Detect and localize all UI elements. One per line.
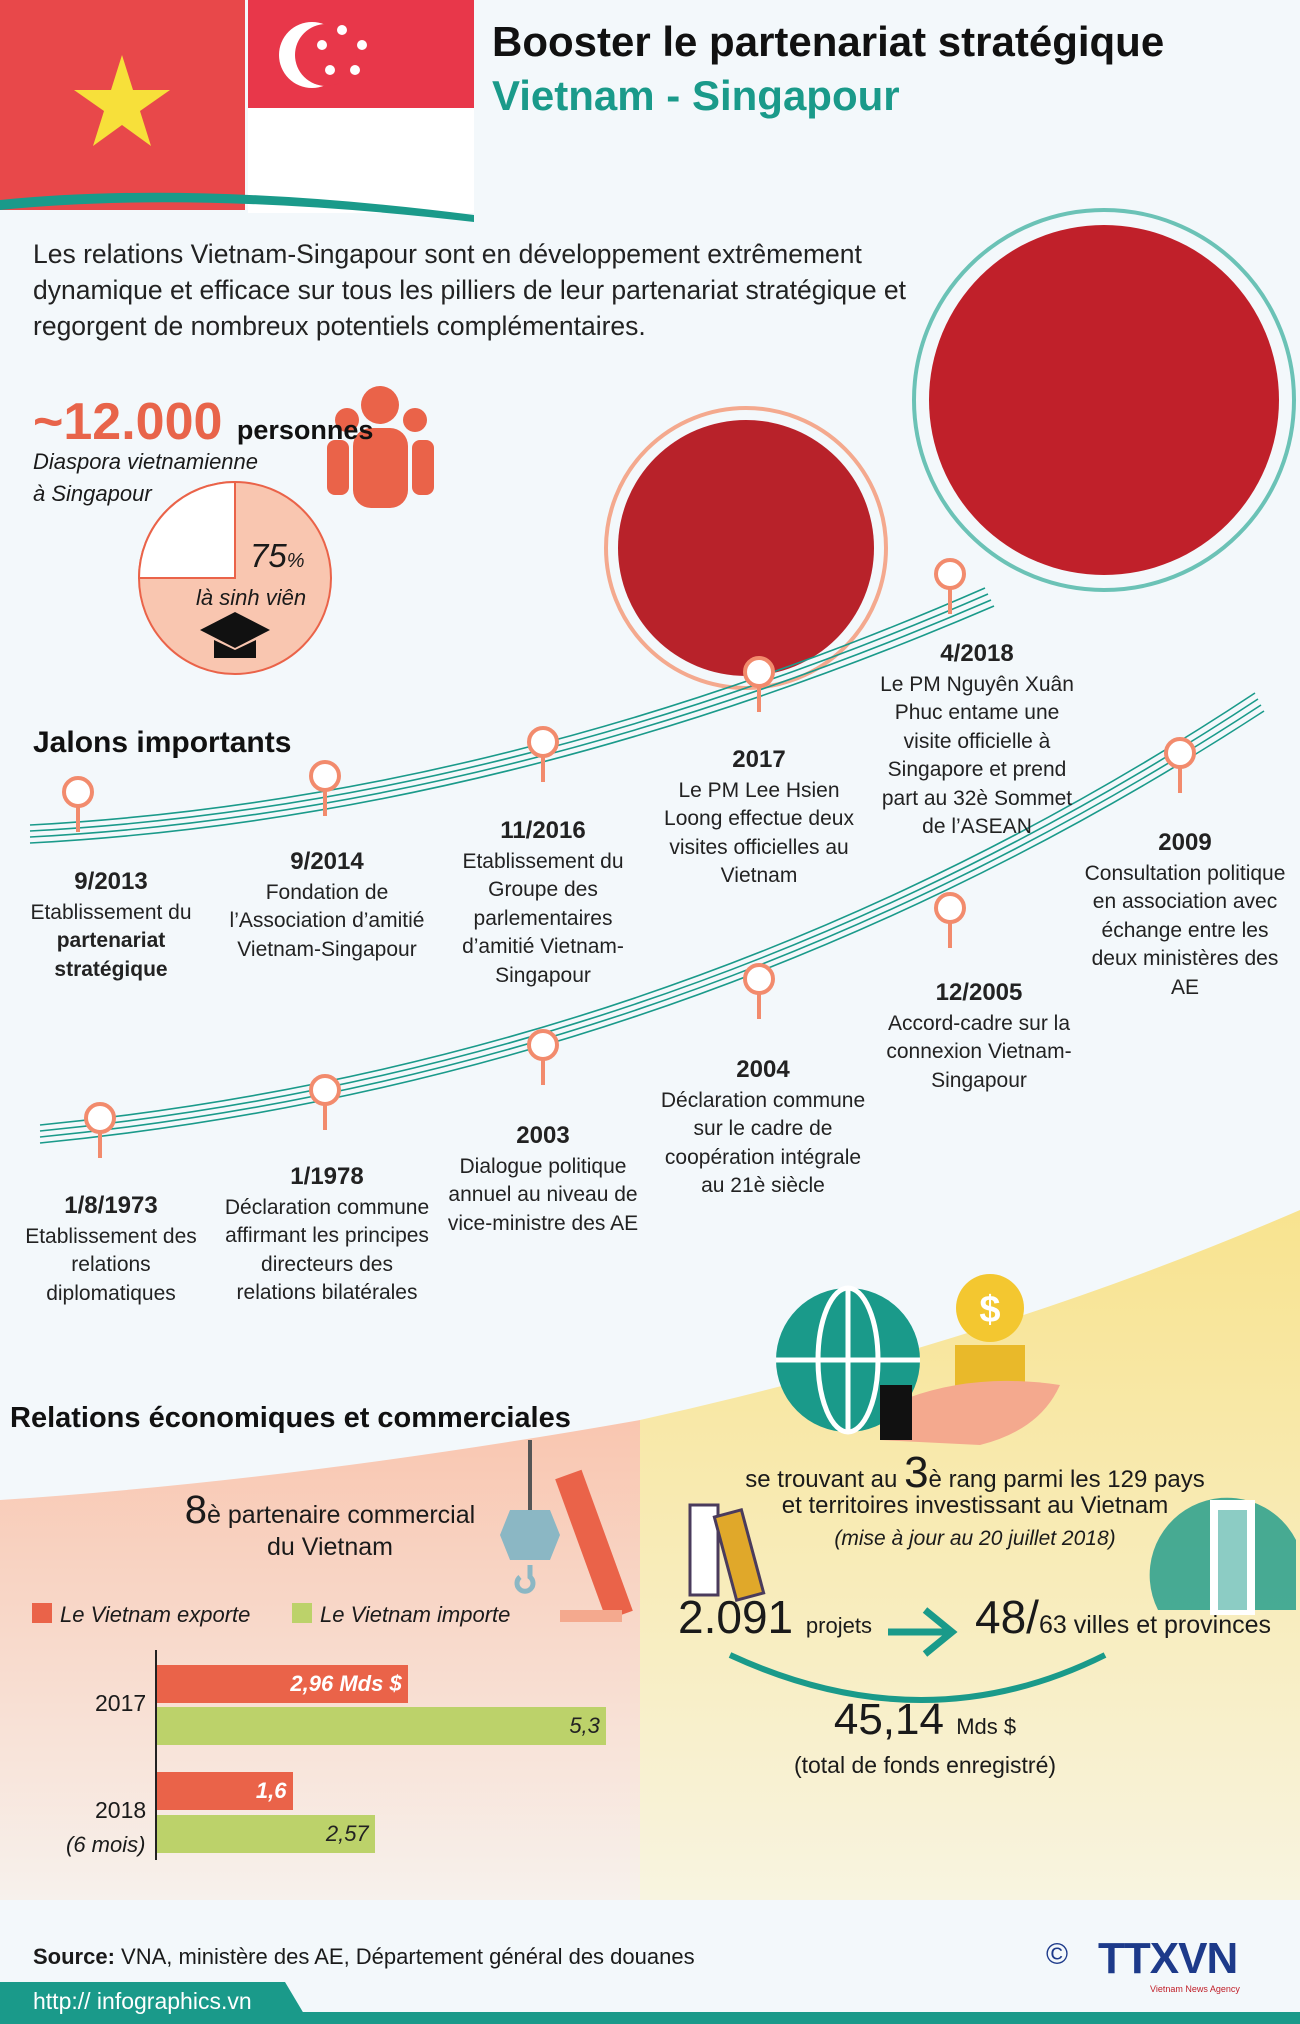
star-icon [74, 55, 170, 146]
svg-text:$: $ [979, 1289, 1000, 1331]
import-bar-2018: 2,57 [157, 1815, 375, 1853]
category-2018-note: (6 mois) [66, 1832, 146, 1857]
photo-handshake [618, 420, 874, 676]
legend-swatch-export [32, 1603, 52, 1623]
timeline-lower [39, 692, 1265, 1144]
hand-icon [880, 1380, 1060, 1445]
legend-import: Le Vietnam importe [320, 1602, 511, 1627]
pie-slice-other [137, 480, 236, 579]
milestone-pin-icon [934, 892, 966, 948]
category-2017: 2017 [95, 1690, 147, 1716]
funds-total: 45,14 Mds $ [833, 1695, 1017, 1744]
milestone-pin-icon [84, 1102, 116, 1158]
investor-rank-line2: et territoires investissant au Vietnam [781, 1492, 1169, 1519]
provinces-count: 48/63 villes et provinces [975, 1591, 1272, 1643]
student-label: là sinh viên [196, 585, 307, 610]
crane-icon [500, 1440, 633, 1622]
economy-title: Relations économiques et commerciales [10, 1402, 571, 1434]
funds-label: (total de fonds enregistré) [793, 1752, 1057, 1778]
funds-arc [728, 1652, 1107, 1703]
page-subtitle: Vietnam - Singapour [492, 72, 900, 119]
export-bar-2018: 1,6 [157, 1772, 293, 1810]
milestones-title: Jalons importants [33, 726, 292, 759]
people-icon [327, 386, 434, 508]
milestone-pin-icon [309, 760, 341, 816]
projects-count: 2.091 projets [678, 1591, 872, 1643]
source-line: Source: VNA, ministère des AE, Départeme… [33, 1944, 695, 1969]
milestone-pin-icon [934, 558, 966, 614]
diaspora-count: ~12.000 personnes [33, 393, 374, 451]
arrow-right-icon [888, 1607, 958, 1657]
intro-text: Les relations Vietnam-Singapour sont en … [33, 239, 907, 341]
update-date: (mise à jour au 20 juillet 2018) [834, 1527, 1116, 1550]
ttxvn-logo: TTXVN [1098, 1934, 1238, 1983]
milestone-pin-icon [62, 776, 94, 832]
export-bar-2017: 2,96 Mds $ [157, 1665, 408, 1703]
legend-export: Le Vietnam exporte [60, 1602, 251, 1627]
coin-icon [956, 1274, 1024, 1342]
timeline-upper [29, 587, 995, 844]
copyright-icon: © [1046, 1938, 1069, 1971]
milestone-pin-icon [743, 963, 775, 1019]
milestone-pin-icon [1164, 737, 1196, 793]
milestone-pin-icon [743, 656, 775, 712]
chart-axis [155, 1650, 157, 1860]
binder-icon [688, 1503, 720, 1597]
website-link[interactable]: http:// infographics.vn [33, 1988, 252, 2014]
milestone-pin-icon [309, 1074, 341, 1130]
category-2018: 2018 [95, 1797, 147, 1823]
photo-signing [929, 225, 1279, 575]
ttxvn-logo-sub: Vietnam News Agency [1150, 1984, 1240, 1994]
import-bar-2017: 5,3 [157, 1707, 606, 1745]
graduation-cap-icon [200, 612, 270, 658]
page-title: Booster le partenariat stratégique [492, 18, 1165, 65]
legend-swatch-import [292, 1603, 312, 1623]
milestone-pin-icon [527, 726, 559, 782]
milestone-pin-icon [527, 1029, 559, 1085]
investor-rank: se trouvant au 3è rang parmi les 129 pay… [745, 1448, 1205, 1497]
student-percent: 75% [250, 537, 305, 574]
